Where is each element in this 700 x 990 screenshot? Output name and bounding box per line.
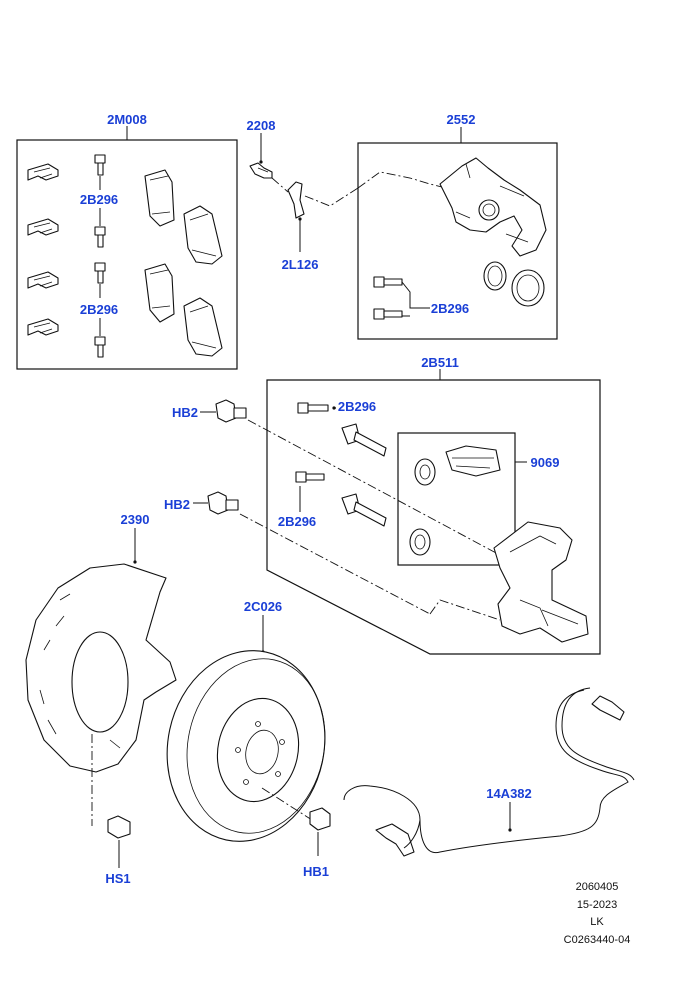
label-bolt-a[interactable]: 2B296 xyxy=(80,192,118,207)
piston-seals xyxy=(483,261,545,307)
hb1-group: HB1 xyxy=(303,807,331,879)
label-hb2-top[interactable]: HB2 xyxy=(172,405,198,420)
hb2-bottom-bolt xyxy=(207,491,239,515)
label-sensor[interactable]: 14A382 xyxy=(486,786,532,801)
footer-line-1: 2060405 xyxy=(576,881,619,893)
footer-reference: 2060405 15-2023 LK C0263440-04 xyxy=(564,881,631,946)
pad-clips xyxy=(27,163,59,336)
guide-boots xyxy=(409,458,436,556)
disc-group: 2C026 xyxy=(166,599,326,842)
hb2-top-bolt xyxy=(215,399,247,423)
label-caliper[interactable]: 2552 xyxy=(447,112,476,127)
label-shield[interactable]: 2390 xyxy=(121,512,150,527)
label-boot-kit[interactable]: 9069 xyxy=(531,455,560,470)
guide-pin-top xyxy=(341,423,387,457)
label-carrier[interactable]: 2B511 xyxy=(421,355,459,370)
brake-disc xyxy=(166,650,326,842)
hs1-bolt xyxy=(107,815,131,839)
boot-kit-box xyxy=(397,432,516,566)
boot-pack xyxy=(445,445,501,477)
bleeder-group: 2208 2L126 xyxy=(247,118,319,272)
label-hb1[interactable]: HB1 xyxy=(303,864,329,879)
carrier-bolt-bottom xyxy=(295,471,325,483)
pad-bolts xyxy=(94,154,106,358)
pad-kit-group: 2M008 2B296 2B296 xyxy=(16,112,238,370)
carrier-bolt-top xyxy=(297,402,336,414)
label-carrier-bolt-top[interactable]: 2B296 xyxy=(338,399,376,414)
label-hb2-bottom[interactable]: HB2 xyxy=(164,497,190,512)
label-pad-kit[interactable]: 2M008 xyxy=(107,112,147,127)
footer-line-2: 15-2023 xyxy=(577,899,617,911)
caliper-group: 2552 2B296 xyxy=(304,112,558,340)
footer-line-4: C0263440-04 xyxy=(564,934,631,946)
caliper-body xyxy=(439,157,547,257)
shield-group: 2390 xyxy=(25,512,177,826)
label-carrier-bolt-bottom[interactable]: 2B296 xyxy=(278,514,316,529)
wear-sensor-harness xyxy=(343,687,635,857)
dust-shield xyxy=(25,563,177,773)
carrier-group: 2B511 2B296 2B296 9069 xyxy=(239,355,601,655)
hb2-bottom-group: HB2 xyxy=(164,491,239,515)
carrier-box xyxy=(266,379,601,655)
sensor-group: 14A382 xyxy=(343,687,635,857)
caliper-box xyxy=(357,142,558,340)
label-bolt-b[interactable]: 2B296 xyxy=(80,302,118,317)
hs1-group: HS1 xyxy=(105,815,131,886)
caliper-carrier xyxy=(493,521,589,643)
label-clip[interactable]: 2L126 xyxy=(282,257,319,272)
label-bleeder[interactable]: 2208 xyxy=(247,118,276,133)
guide-pin-bottom xyxy=(341,493,387,527)
label-caliper-bolts[interactable]: 2B296 xyxy=(431,301,469,316)
retaining-clip xyxy=(287,181,305,219)
footer-line-3: LK xyxy=(590,916,604,928)
caliper-bolts xyxy=(373,276,430,320)
hb2-top-group: HB2 xyxy=(172,399,247,423)
hb1-bolt xyxy=(309,807,331,831)
label-hs1[interactable]: HS1 xyxy=(105,871,130,886)
bleeder-screw xyxy=(249,162,273,179)
label-disc[interactable]: 2C026 xyxy=(244,599,282,614)
brake-pads xyxy=(144,169,223,357)
